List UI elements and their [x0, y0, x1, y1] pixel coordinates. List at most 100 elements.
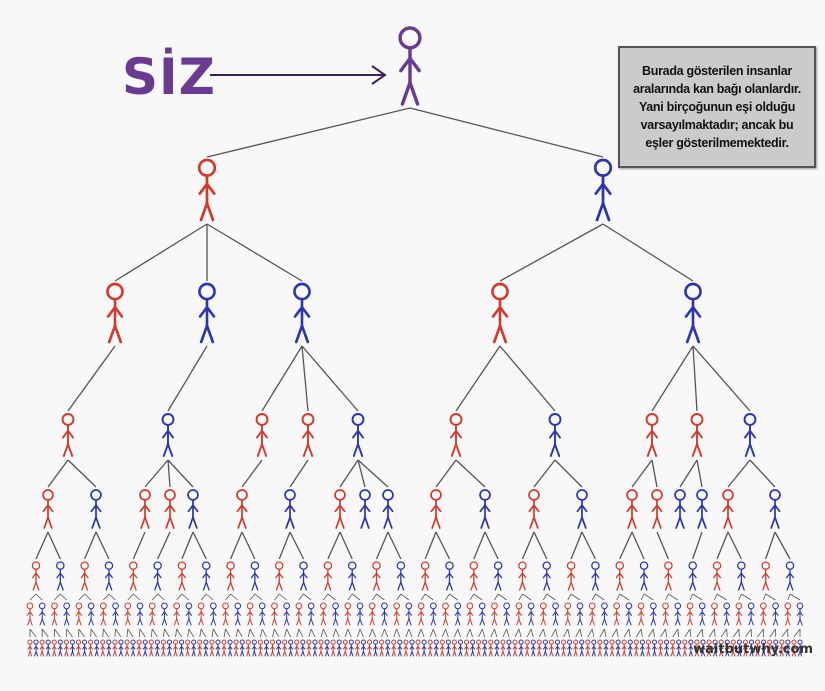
connector-line: [369, 628, 373, 638]
connector-line: [684, 628, 691, 638]
male-ancestor-figure: [736, 639, 742, 657]
head: [576, 489, 588, 501]
female-ancestor-figure: [712, 561, 722, 591]
legs: [203, 650, 208, 657]
connector-line: [301, 345, 359, 412]
female-ancestor-figure: [366, 639, 373, 657]
head: [373, 639, 379, 645]
female-ancestor-figure: [791, 639, 797, 657]
arms: [282, 645, 288, 650]
head: [106, 639, 112, 645]
male-ancestor-figure: [90, 489, 102, 529]
connector-line: [274, 628, 279, 638]
arms: [381, 610, 388, 616]
connector-line: [78, 593, 85, 601]
connector-line: [554, 459, 583, 488]
legs: [555, 650, 560, 657]
legs: [397, 580, 405, 591]
arms: [63, 610, 70, 616]
arms: [256, 429, 268, 439]
legs: [519, 580, 526, 591]
female-ancestor-figure: [597, 639, 603, 657]
female-ancestor-figure: [754, 639, 761, 657]
male-ancestor-figure: [494, 639, 500, 657]
legs: [797, 617, 803, 626]
head: [591, 639, 597, 645]
head: [676, 639, 682, 645]
female-ancestor-figure: [148, 602, 156, 626]
arms: [700, 645, 706, 650]
connector-line: [359, 628, 364, 638]
male-ancestor-figure: [625, 602, 633, 626]
arms: [433, 645, 439, 650]
legs: [125, 617, 131, 626]
connector-line: [114, 628, 116, 638]
head: [645, 413, 659, 426]
connector-line: [151, 593, 158, 601]
arms: [264, 645, 269, 650]
arms: [179, 645, 184, 650]
legs: [638, 617, 644, 626]
arms: [197, 645, 203, 650]
legs: [512, 650, 518, 657]
head: [319, 602, 327, 610]
connector-line: [631, 459, 653, 488]
connector-line: [396, 628, 401, 638]
arms: [39, 610, 46, 616]
arrow-icon: [210, 65, 387, 85]
arms: [234, 610, 241, 616]
legs: [52, 650, 57, 657]
arms: [688, 645, 694, 650]
arms: [210, 610, 217, 616]
legs: [247, 617, 253, 626]
connector-line: [181, 531, 194, 560]
legs: [349, 650, 354, 657]
legs: [697, 514, 707, 529]
connector-line: [181, 593, 190, 601]
connector-line: [347, 593, 353, 601]
male-ancestor-figure: [696, 489, 708, 529]
legs: [552, 617, 559, 626]
male-ancestor-figure: [409, 639, 415, 657]
arms: [164, 503, 176, 513]
connector-line: [424, 531, 437, 560]
male-ancestor-figure: [674, 602, 682, 626]
female-ancestor-figure: [185, 639, 191, 657]
legs: [385, 650, 390, 657]
arms: [250, 572, 259, 579]
arms: [576, 610, 584, 616]
head: [356, 602, 364, 610]
female-ancestor-figure: [469, 561, 479, 591]
male-ancestor-figure: [251, 639, 257, 657]
head: [160, 639, 166, 645]
male-ancestor-figure: [503, 602, 511, 626]
arms: [396, 572, 405, 579]
legs: [331, 650, 336, 657]
arms: [209, 645, 215, 650]
head: [396, 561, 406, 570]
connector-line: [579, 628, 583, 638]
legs: [494, 580, 502, 591]
head: [518, 561, 527, 570]
connector-line: [449, 593, 459, 601]
female-ancestor-figure: [430, 489, 442, 529]
connector-line: [157, 531, 171, 560]
male-ancestor-figure: [81, 639, 88, 657]
head: [366, 639, 373, 645]
female-ancestor-figure: [415, 639, 421, 657]
head: [512, 639, 518, 645]
arms: [542, 645, 548, 650]
male-ancestor-figure: [307, 602, 315, 626]
connector-line: [167, 459, 171, 488]
female-ancestor-figure: [518, 561, 527, 591]
connector-line: [506, 628, 510, 638]
head: [164, 489, 176, 501]
arms: [637, 610, 645, 616]
head: [81, 639, 88, 645]
male-ancestor-figure: [576, 602, 584, 626]
arms: [173, 610, 180, 616]
connector-line: [522, 593, 532, 601]
legs: [318, 650, 324, 657]
legs: [94, 650, 99, 657]
legs: [779, 650, 784, 657]
